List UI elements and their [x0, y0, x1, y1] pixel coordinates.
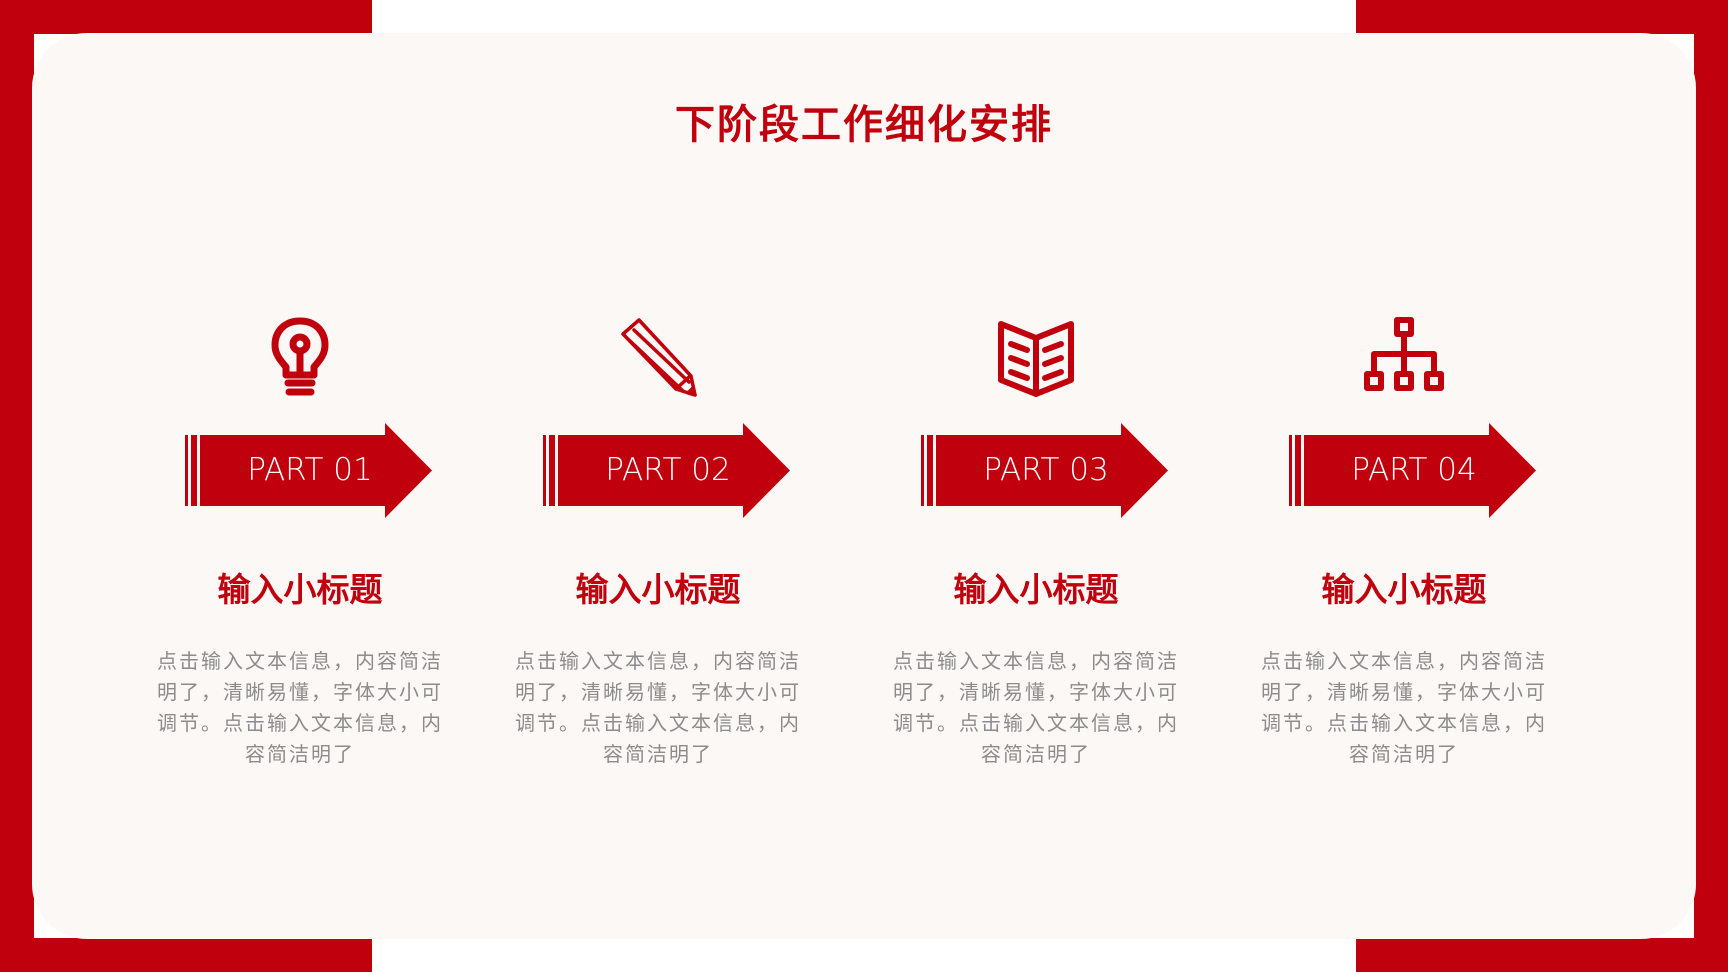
part-text-2: 点击输入文本信息，内容简洁明了，清晰易懂，字体大小可调节。点击输入文本信息，内容…	[515, 649, 801, 766]
part-text-4: 点击输入文本信息，内容简洁明了，清晰易懂，字体大小可调节。点击输入文本信息，内容…	[1261, 649, 1547, 766]
part-subtitle-1: 输入小标题	[217, 570, 383, 609]
part-arrow-3: PART 03	[921, 423, 1171, 518]
part-text-3: 点击输入文本信息，内容简洁明了，清晰易懂，字体大小可调节。点击输入文本信息，内容…	[893, 649, 1179, 766]
part-arrow-4: PART 04	[1289, 423, 1539, 518]
book-icon	[991, 312, 1081, 402]
part-label-1: PART 01	[247, 452, 373, 488]
frame-top-left-bar	[0, 0, 372, 34]
frame-left-bar	[0, 0, 34, 972]
frame-bottom-left-bar	[0, 938, 372, 972]
part-arrow-1: PART 01	[185, 423, 435, 518]
slide-title: 下阶段工作细化安排	[675, 101, 1053, 148]
pencil-icon	[613, 312, 703, 402]
part-subtitle-4: 输入小标题	[1321, 570, 1487, 609]
part-label-4: PART 04	[1351, 452, 1477, 488]
part-subtitle-2: 输入小标题	[575, 570, 741, 609]
frame-right-bar	[1694, 0, 1728, 972]
part-text-1: 点击输入文本信息，内容简洁明了，清晰易懂，字体大小可调节。点击输入文本信息，内容…	[157, 649, 443, 766]
part-arrow-2: PART 02	[543, 423, 793, 518]
part-label-3: PART 03	[983, 452, 1109, 488]
part-label-2: PART 02	[605, 452, 731, 488]
hierarchy-icon	[1359, 312, 1449, 402]
part-subtitle-3: 输入小标题	[953, 570, 1119, 609]
frame-top-right-bar	[1356, 0, 1728, 34]
frame-bottom-right-bar	[1356, 938, 1728, 972]
lightbulb-icon	[255, 312, 345, 402]
